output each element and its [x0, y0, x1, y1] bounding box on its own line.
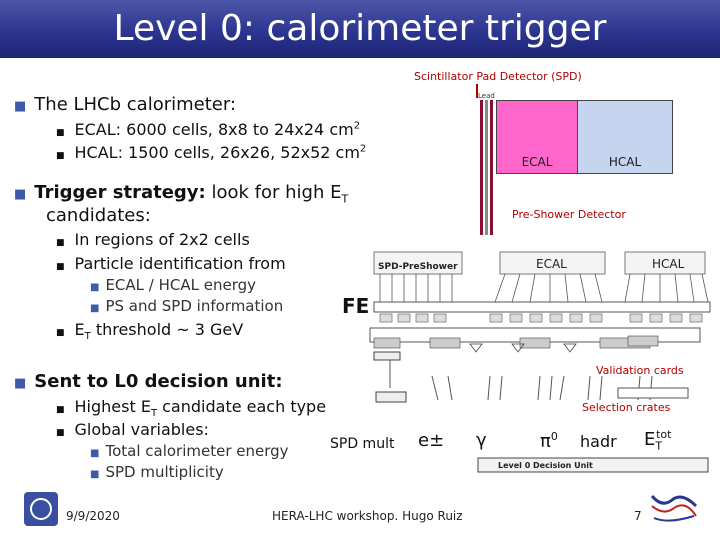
square-bullet-icon: ■ — [14, 99, 27, 114]
e-pm-label: e± — [418, 430, 445, 451]
footer-date: 9/9/2020 — [66, 509, 120, 523]
ecal-block: ECAL — [496, 100, 578, 174]
l0du-box — [477, 457, 709, 473]
sub-list-item: ■ECAL / HCAL energy — [90, 276, 257, 294]
list-item: ■Particle identification from — [56, 254, 286, 273]
square-bullet-icon: ■ — [56, 405, 65, 415]
hadr-label: hadr — [580, 432, 617, 451]
preshower-label: Pre-Shower Detector — [512, 208, 626, 221]
cern-logo-icon — [24, 492, 58, 526]
square-bullet-icon: ■ — [56, 328, 65, 338]
spd-pointer — [476, 84, 478, 98]
sub-list-item: ■PS and SPD information — [90, 297, 284, 315]
lead-label: Lead — [478, 92, 495, 100]
sub-list-item: ■Total calorimeter energy — [90, 442, 289, 460]
addr-box-1 — [373, 351, 401, 361]
list-item: ■ECAL: 6000 cells, 8x8 to 24x24 cm2 — [56, 120, 361, 139]
hcal-label: HCAL — [652, 257, 685, 271]
spd-mult-label: SPD mult — [330, 436, 395, 452]
square-bullet-icon: ■ — [90, 448, 100, 459]
preshower-plane — [490, 100, 493, 235]
selection-crates-label: Selection crates — [582, 401, 671, 414]
square-bullet-icon: ■ — [56, 238, 65, 248]
slide-title: Level 0: calorimeter trigger — [113, 8, 607, 49]
spd-label: Scintillator Pad Detector (SPD) — [414, 70, 582, 83]
hcal-box — [624, 251, 706, 275]
spd-preshower-label: SPD-PreShower — [378, 262, 458, 272]
pi0-label: π0 — [540, 430, 558, 452]
spd-plane — [480, 100, 483, 235]
section-trigger-strategy: ■Trigger strategy: look for high ET — [14, 182, 349, 206]
fe-cards — [379, 313, 703, 323]
hcal-block: HCAL — [577, 100, 673, 174]
triangle-icons — [469, 343, 577, 353]
square-bullet-icon: ■ — [56, 151, 65, 161]
list-item: ■HCAL: 1500 cells, 26x26, 52x52 cm2 — [56, 143, 367, 162]
section-calorimeter: ■ The LHCb calorimeter: — [14, 94, 236, 115]
trigger-boards — [373, 335, 659, 349]
title-bar — [0, 0, 720, 58]
ecal-label: ECAL — [536, 257, 567, 271]
square-bullet-icon: ■ — [56, 262, 65, 272]
section-l0-decision: ■Sent to L0 decision unit: — [14, 371, 283, 392]
square-bullet-icon: ■ — [14, 376, 27, 391]
list-item: ■Highest ET candidate each type — [56, 397, 327, 420]
et-tot-label: ETtot — [644, 428, 672, 453]
sub-list-item: ■SPD multiplicity — [90, 463, 224, 481]
gamma-label: γ — [476, 430, 487, 451]
square-bullet-icon: ■ — [90, 469, 100, 480]
square-bullet-icon: ■ — [90, 303, 100, 314]
list-item: ■In regions of 2x2 cells — [56, 230, 250, 249]
square-bullet-icon: ■ — [90, 282, 100, 293]
square-bullet-icon: ■ — [56, 428, 65, 438]
addr-box-2 — [375, 391, 407, 403]
validation-cards-label: Validation cards — [596, 364, 684, 377]
trigger-electronics-diagram — [369, 251, 711, 473]
spd-preshower-box — [373, 251, 463, 275]
fanout-lines — [379, 273, 709, 303]
footer-center: HERA-LHC workshop. Hugo Ruiz — [272, 509, 463, 523]
square-bullet-icon: ■ — [56, 128, 65, 138]
section-heading-continued: candidates: — [46, 205, 151, 226]
selection-crate-box — [617, 387, 689, 399]
square-bullet-icon: ■ — [14, 187, 27, 202]
lead-plane — [485, 100, 488, 235]
fe-label: FE — [342, 294, 370, 318]
section-heading: The LHCb calorimeter: — [34, 94, 237, 115]
list-item: ■Global variables: — [56, 420, 209, 439]
l0du-label: Level 0 Decision Unit — [498, 461, 593, 470]
page-number: 7 — [634, 509, 642, 523]
fe-board-row — [373, 301, 711, 313]
ecal-box — [499, 251, 606, 275]
list-item: ■ET threshold ~ 3 GeV — [56, 320, 244, 343]
lhcb-logo-icon — [648, 492, 700, 526]
